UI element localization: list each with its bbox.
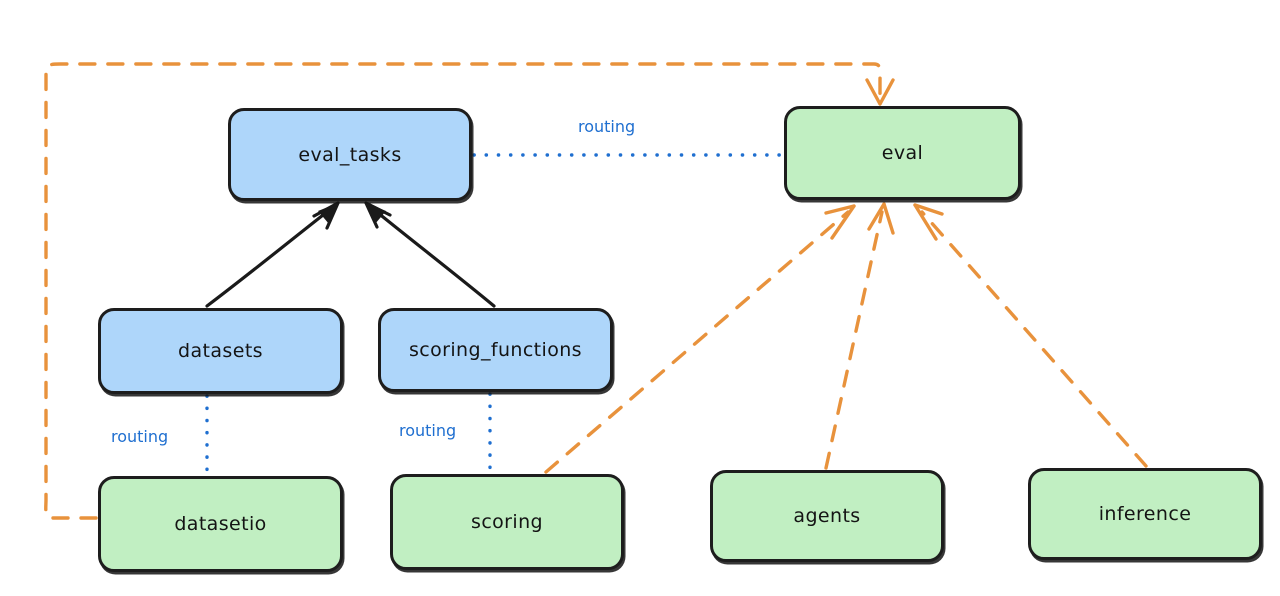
node-label: datasetio <box>174 513 267 535</box>
node-eval-tasks[interactable]: eval_tasks <box>228 108 472 201</box>
node-label: scoring <box>471 511 543 533</box>
edge-datasets-to-eval_tasks <box>205 201 340 308</box>
edge-agents-to-eval <box>824 202 895 470</box>
node-label: inference <box>1098 503 1192 525</box>
edge-inference-to-eval <box>913 203 1148 468</box>
node-datasetio[interactable]: datasetio <box>98 476 343 572</box>
node-scoring[interactable]: scoring <box>390 474 624 570</box>
node-inference[interactable]: inference <box>1028 468 1262 560</box>
node-label: scoring_functions <box>409 339 582 361</box>
edge-label-routing-eval: routing <box>578 117 636 136</box>
node-agents[interactable]: agents <box>710 470 944 562</box>
node-label: agents <box>793 505 861 527</box>
edge-label-routing-scoring: routing <box>399 421 457 440</box>
node-label: datasets <box>178 340 263 362</box>
node-scoring-functions[interactable]: scoring_functions <box>378 308 613 392</box>
node-label: eval_tasks <box>298 143 402 166</box>
node-datasets[interactable]: datasets <box>98 308 343 394</box>
edge-scoring_functions-to-eval_tasks <box>364 201 496 308</box>
node-eval[interactable]: eval <box>784 106 1021 200</box>
node-label: eval <box>881 142 924 164</box>
edge-label-routing-datasets: routing <box>111 427 169 446</box>
